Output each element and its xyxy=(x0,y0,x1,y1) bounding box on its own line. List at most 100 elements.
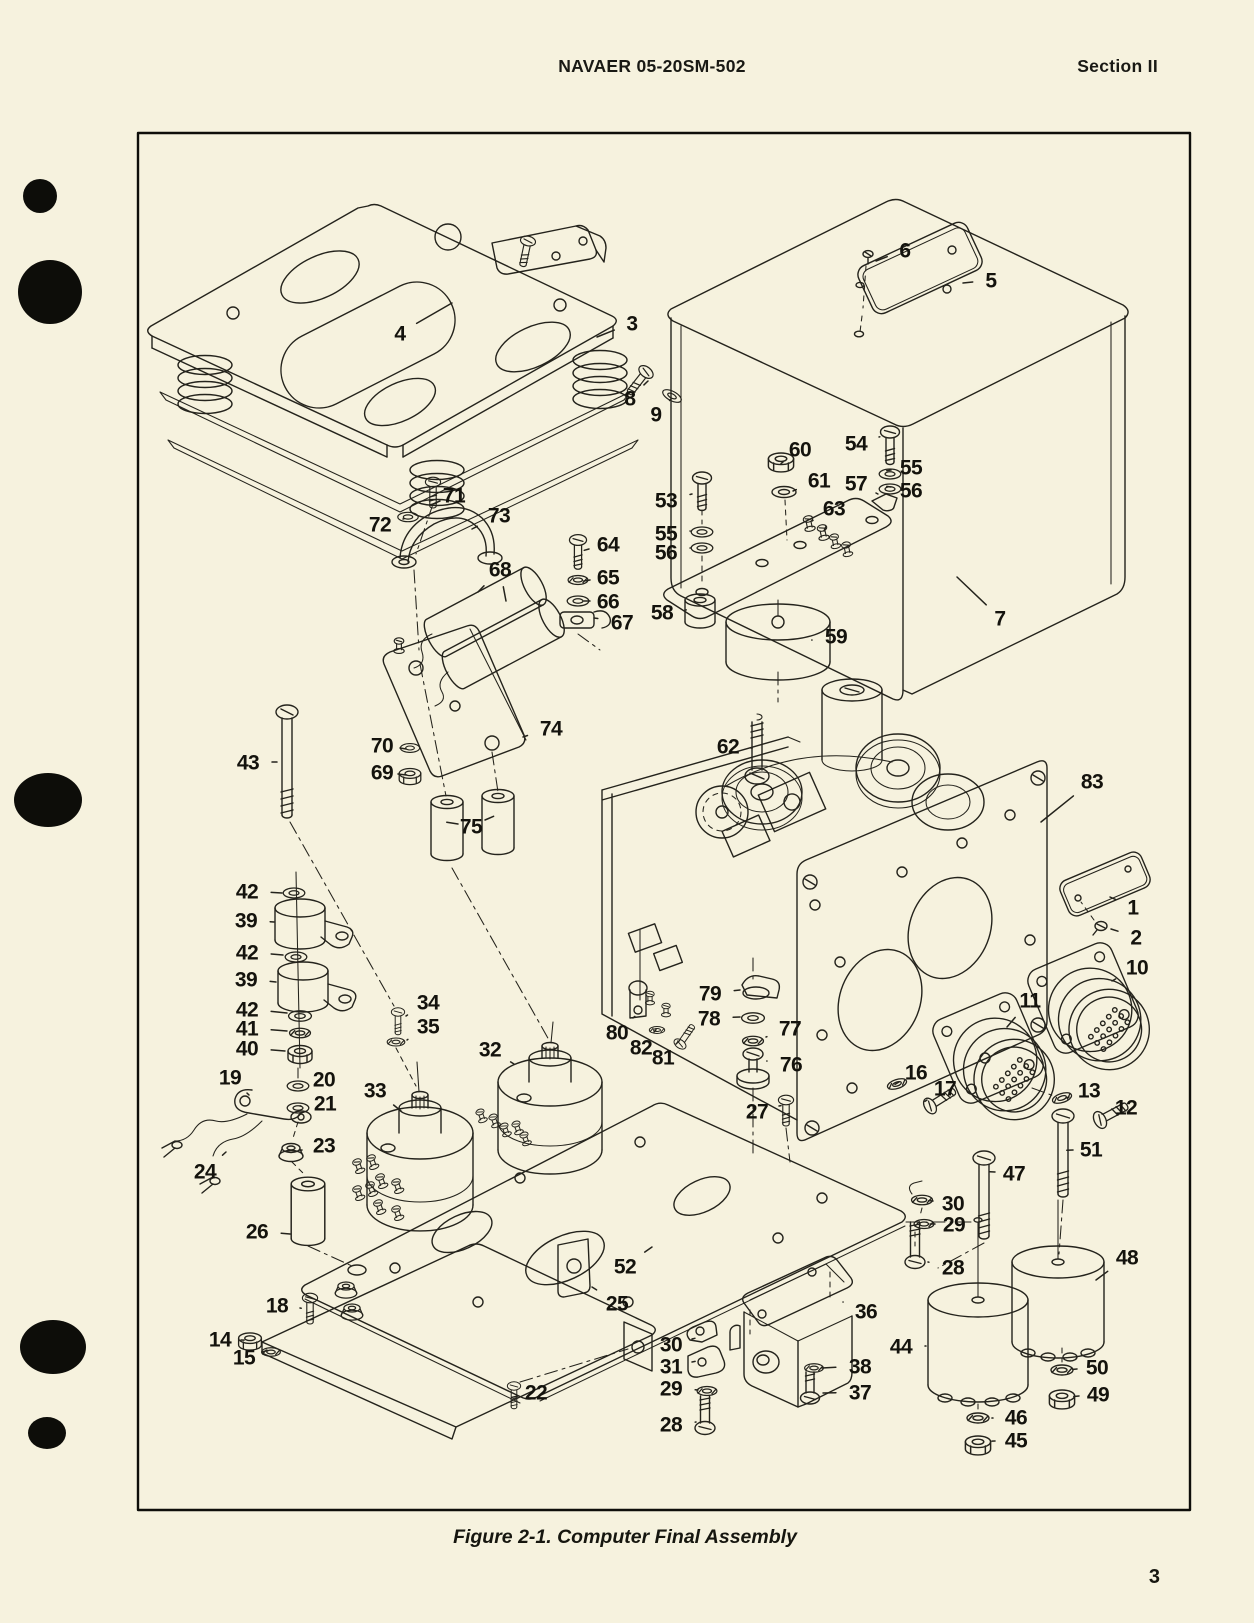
callout-label: 15 xyxy=(233,1347,256,1370)
callout-label: 51 xyxy=(1080,1139,1103,1162)
callout-label: 9 xyxy=(650,404,661,427)
callout-label: 55 xyxy=(900,457,923,480)
part-screw-34 xyxy=(386,1007,417,1087)
callout-label: 24 xyxy=(194,1161,217,1184)
leader-line xyxy=(823,526,827,532)
part-right-fasteners xyxy=(885,1076,1133,1270)
leader-line xyxy=(1064,1096,1070,1099)
callout-label: 63 xyxy=(823,498,845,521)
leader-line xyxy=(1109,896,1117,901)
leader-line xyxy=(1111,978,1117,982)
leader-line xyxy=(509,1061,515,1065)
callout-label: 81 xyxy=(652,1047,675,1070)
callout-label: 42 xyxy=(236,881,258,904)
callout-label: 13 xyxy=(1078,1080,1100,1103)
callout-label: 12 xyxy=(1115,1097,1137,1120)
figure-border xyxy=(136,131,1192,1512)
callout-label: 42 xyxy=(236,999,258,1022)
leader-line xyxy=(894,1081,900,1086)
callout-label: 18 xyxy=(266,1295,289,1318)
leader-line xyxy=(924,1099,928,1103)
leader-line xyxy=(269,980,277,983)
leader-line xyxy=(1073,1395,1080,1398)
callout-label: 19 xyxy=(219,1067,241,1090)
leader-line xyxy=(792,488,798,492)
callout-label: 80 xyxy=(606,1022,628,1045)
part-connector-11 xyxy=(929,986,1067,1138)
callout-label: 59 xyxy=(825,626,847,649)
callout-label: 5 xyxy=(985,270,997,293)
callout-label: 66 xyxy=(597,591,619,614)
leader-line xyxy=(591,1286,598,1291)
leader-line xyxy=(653,1028,657,1033)
callout-label: 17 xyxy=(934,1078,956,1101)
callout-label: 74 xyxy=(540,718,563,741)
callout-label: 49 xyxy=(1087,1384,1109,1407)
callout-label: 57 xyxy=(845,473,867,496)
part-cover-plate-1 xyxy=(1059,851,1151,936)
part-motor-33 xyxy=(350,1061,474,1232)
part-motor-32 xyxy=(474,1021,603,1175)
callout-label: 26 xyxy=(246,1221,268,1244)
leader-line xyxy=(270,1049,286,1052)
leader-line xyxy=(477,585,485,593)
callout-label: 43 xyxy=(237,752,259,775)
callout-label: 77 xyxy=(779,1018,801,1041)
callout-label: 60 xyxy=(789,439,811,462)
leader-line xyxy=(522,734,529,738)
callout-label: 3 xyxy=(626,313,637,336)
leader-line xyxy=(430,500,441,506)
leader-line xyxy=(484,815,495,821)
callout-label: 78 xyxy=(698,1008,721,1031)
leader-line xyxy=(593,617,599,620)
callout-label: 39 xyxy=(235,969,257,992)
leader-line xyxy=(502,586,507,602)
callout-label: 71 xyxy=(443,485,466,508)
callout-label: 69 xyxy=(371,762,393,785)
callout-label: 83 xyxy=(1081,771,1103,794)
part-solenoid-stack xyxy=(274,871,357,1069)
leader-line xyxy=(221,1151,227,1156)
callout-label: 22 xyxy=(525,1382,547,1405)
callout-label: 68 xyxy=(489,559,512,582)
figure-caption: Figure 2-1. Computer Final Assembly xyxy=(453,1526,797,1548)
leader-line xyxy=(583,579,591,582)
callout-label: 41 xyxy=(236,1018,259,1041)
part-top-bracket-plate xyxy=(663,425,902,703)
leader-line xyxy=(1006,1016,1016,1028)
leader-line xyxy=(406,1038,409,1041)
callout-label: 70 xyxy=(371,735,393,758)
callout-label: 1 xyxy=(1127,897,1139,920)
leader-line xyxy=(270,891,283,894)
leader-line xyxy=(962,281,974,284)
callout-label: 62 xyxy=(717,736,739,759)
callout-label: 33 xyxy=(364,1080,386,1103)
callout-label: 28 xyxy=(942,1257,965,1280)
callout-label: 45 xyxy=(1005,1430,1028,1453)
leader-line xyxy=(821,1366,837,1369)
callout-label: 82 xyxy=(630,1037,652,1060)
callout-label: 4 xyxy=(394,323,406,346)
leader-line xyxy=(956,576,987,606)
callout-label: 58 xyxy=(651,602,674,625)
callout-label: 27 xyxy=(746,1101,768,1124)
callout-label: 56 xyxy=(900,480,922,503)
leader-line xyxy=(1040,795,1075,823)
callout-label: 40 xyxy=(236,1038,258,1061)
leader-line xyxy=(1095,1270,1109,1281)
callout-label: 61 xyxy=(808,470,831,493)
leader-line xyxy=(675,1039,681,1045)
leader-line xyxy=(397,773,407,776)
part-switch-assembly xyxy=(686,1255,854,1436)
callout-label: 35 xyxy=(417,1016,440,1039)
leader-line xyxy=(511,1395,519,1399)
leader-line xyxy=(668,398,672,402)
part-cover-box xyxy=(667,198,1129,701)
leader-line xyxy=(875,492,879,495)
callout-label: 64 xyxy=(597,534,620,557)
leader-line xyxy=(811,519,814,522)
callout-label: 6 xyxy=(899,240,910,263)
leader-line xyxy=(261,1349,269,1353)
